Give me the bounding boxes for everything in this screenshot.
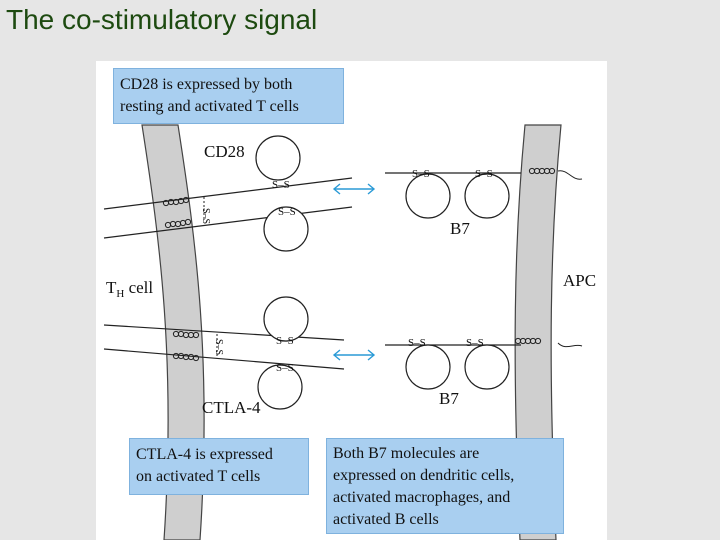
double-arrow-icon [334, 350, 374, 360]
callout-b7: Both B7 molecules are expressed on dendr… [326, 438, 564, 534]
cd28-label: CD28 [204, 142, 245, 161]
b7-upper-label: B7 [450, 219, 470, 238]
ctla4-ss-upper: S–S [276, 335, 294, 347]
callout-cd28: CD28 is expressed by both resting and ac… [113, 68, 344, 124]
callout-line: activated B cells [333, 509, 557, 531]
b7-lower-ss-2: S–S [466, 337, 484, 349]
b7-upper-ss-2: S–S [475, 168, 493, 180]
cd28-interchain-ss: S–S [200, 208, 211, 224]
callout-line: on activated T cells [136, 466, 302, 488]
callout-line: expressed on dendritic cells, [333, 465, 557, 487]
callout-line: Both B7 molecules are [333, 443, 557, 465]
ctla4-ss-lower: S–S [276, 362, 294, 374]
ctla4-label: CTLA-4 [202, 398, 261, 417]
callout-line: activated macrophages, and [333, 487, 557, 509]
callout-ctla4: CTLA-4 is expressed on activated T cells [129, 438, 309, 495]
slide-title: The co-stimulatory signal [6, 4, 317, 36]
ctla4-interchain-ss: S–S [213, 339, 224, 355]
callout-line: CTLA-4 is expressed [136, 444, 302, 466]
callout-line: CD28 is expressed by both [120, 74, 337, 96]
diagram-figure: S–S S–S S–S CD28 S–S S–S B7 TH cell APC [96, 61, 607, 540]
apc-label: APC [563, 271, 596, 290]
cd28-ss-upper: S–S [272, 179, 290, 191]
th-cell-label: TH cell [106, 278, 153, 300]
double-arrow-icon [334, 184, 374, 194]
b7-upper-ss-1: S–S [412, 168, 430, 180]
cd28-ss-lower: S–S [278, 206, 296, 218]
b7-lower-label: B7 [439, 389, 459, 408]
b7-lower-ss-1: S–S [408, 337, 426, 349]
callout-line: resting and activated T cells [120, 96, 337, 118]
